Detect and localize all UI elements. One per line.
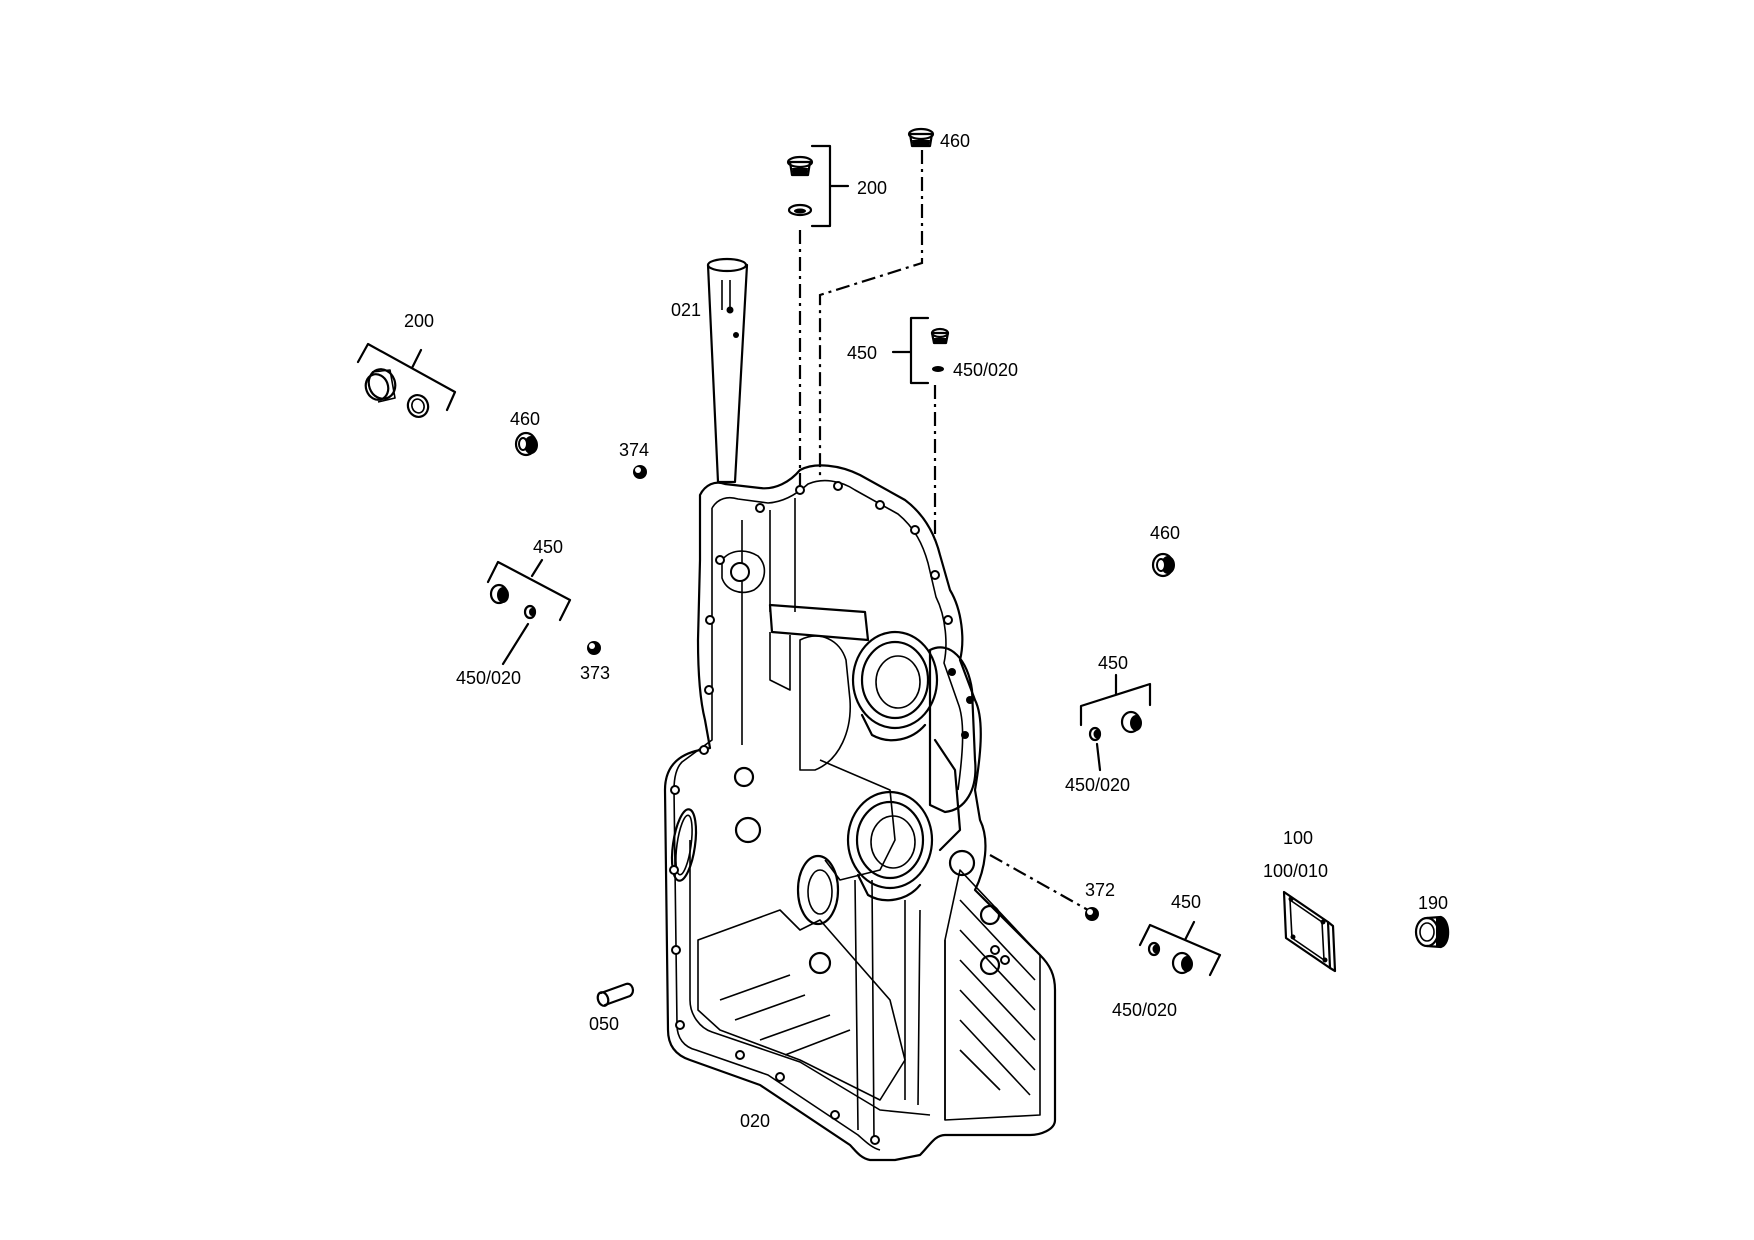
plug-450-top [930, 327, 950, 372]
callout-460-top: 460 [940, 131, 970, 151]
plug-200-top [786, 155, 814, 217]
bracket-200-top [810, 144, 850, 228]
callout-050: 050 [589, 1014, 619, 1034]
bracket-200-left [356, 342, 457, 412]
plug-460-top [907, 127, 935, 148]
callout-450-right: 450 [1098, 653, 1128, 673]
callout-450-top: 450 [847, 343, 877, 363]
plug-460-right [1151, 552, 1175, 578]
dipstick-tube [706, 257, 749, 484]
leader-lines [798, 150, 1089, 911]
bracket-450-top [891, 316, 930, 385]
bracket-450-left [486, 558, 572, 622]
callout-460-left: 460 [510, 409, 540, 429]
callout-021: 021 [671, 300, 701, 320]
leader-450-020-left [501, 622, 530, 666]
callout-450-020-left: 450/020 [456, 668, 521, 688]
callout-374: 374 [619, 440, 649, 460]
callout-labels: 200 460 021 450 450/020 200 460 374 450 … [404, 131, 1448, 1131]
plug-450-left [489, 583, 537, 620]
bracket-450-right [1079, 673, 1152, 727]
plug-373 [587, 641, 601, 655]
callout-020: 020 [740, 1111, 770, 1131]
plug-450-bottom [1147, 941, 1193, 975]
callout-190: 190 [1418, 893, 1448, 913]
callout-200-top: 200 [857, 178, 887, 198]
callout-450-020-right: 450/020 [1065, 775, 1130, 795]
callout-100-010: 100/010 [1263, 861, 1328, 881]
callout-372: 372 [1085, 880, 1115, 900]
plug-190 [1414, 915, 1450, 949]
cover-plate-100 [1282, 890, 1337, 973]
plug-450-right [1088, 710, 1142, 742]
callout-460-right: 460 [1150, 523, 1180, 543]
callout-450-bottom: 450 [1171, 892, 1201, 912]
leader-450-020-right [1095, 742, 1102, 772]
gearbox-housing [663, 464, 1057, 1162]
plug-374 [633, 465, 647, 479]
callout-450-left: 450 [533, 537, 563, 557]
callout-450-020-bottom: 450/020 [1112, 1000, 1177, 1020]
callout-373: 373 [580, 663, 610, 683]
bracket-450-bottom [1138, 920, 1222, 977]
plug-200-left [364, 368, 430, 418]
dowel-pin-050 [596, 982, 635, 1007]
plug-460-left [514, 431, 538, 457]
callout-100: 100 [1283, 828, 1313, 848]
plug-372 [1085, 907, 1099, 921]
callout-450-020-top: 450/020 [953, 360, 1018, 380]
callout-200-left: 200 [404, 311, 434, 331]
flange-bolt-holes [669, 481, 1010, 1145]
